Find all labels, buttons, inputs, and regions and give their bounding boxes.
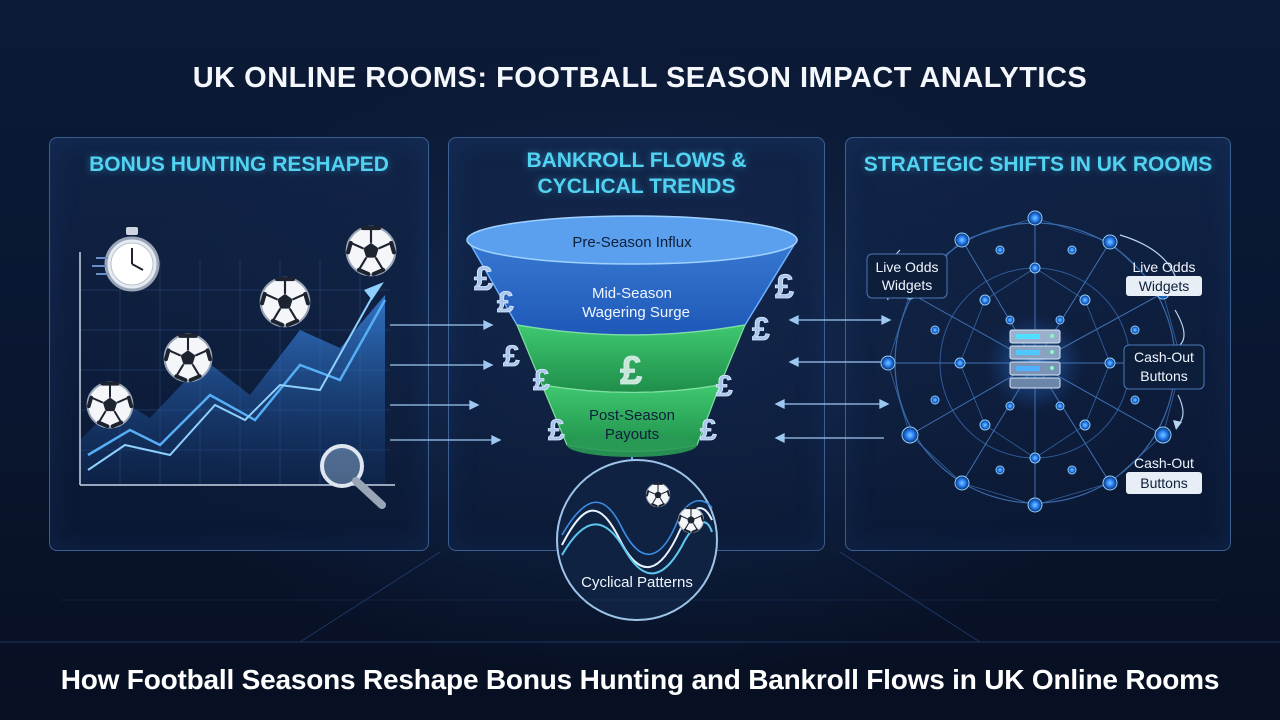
panel-title-strategic-shifts: STRATEGIC SHIFTS IN UK ROOMS xyxy=(863,153,1213,176)
panel-title-bankroll-line2: CYCLICAL TRENDS xyxy=(537,175,736,198)
main-title: UK ONLINE ROOMS: FOOTBALL SEASON IMPACT … xyxy=(192,62,1088,94)
panel-title-bankroll-flows: BANKROLL FLOWS & CYCLICAL TRENDS xyxy=(449,148,824,200)
panel-title-bankroll-line1: BANKROLL FLOWS & xyxy=(526,149,747,172)
panel-strategic-shifts: STRATEGIC SHIFTS IN UK ROOMS xyxy=(845,137,1231,551)
footer-caption: How Football Seasons Reshape Bonus Hunti… xyxy=(60,664,1220,695)
panel-bonus-hunting: BONUS HUNTING RESHAPED xyxy=(49,137,429,551)
panel-bankroll-flows: BANKROLL FLOWS & CYCLICAL TRENDS xyxy=(448,137,825,551)
floor-grid xyxy=(0,551,1280,643)
panel-title-bonus-hunting: BONUS HUNTING RESHAPED xyxy=(89,153,389,176)
cycle-label: Cyclical Patterns xyxy=(581,574,693,591)
